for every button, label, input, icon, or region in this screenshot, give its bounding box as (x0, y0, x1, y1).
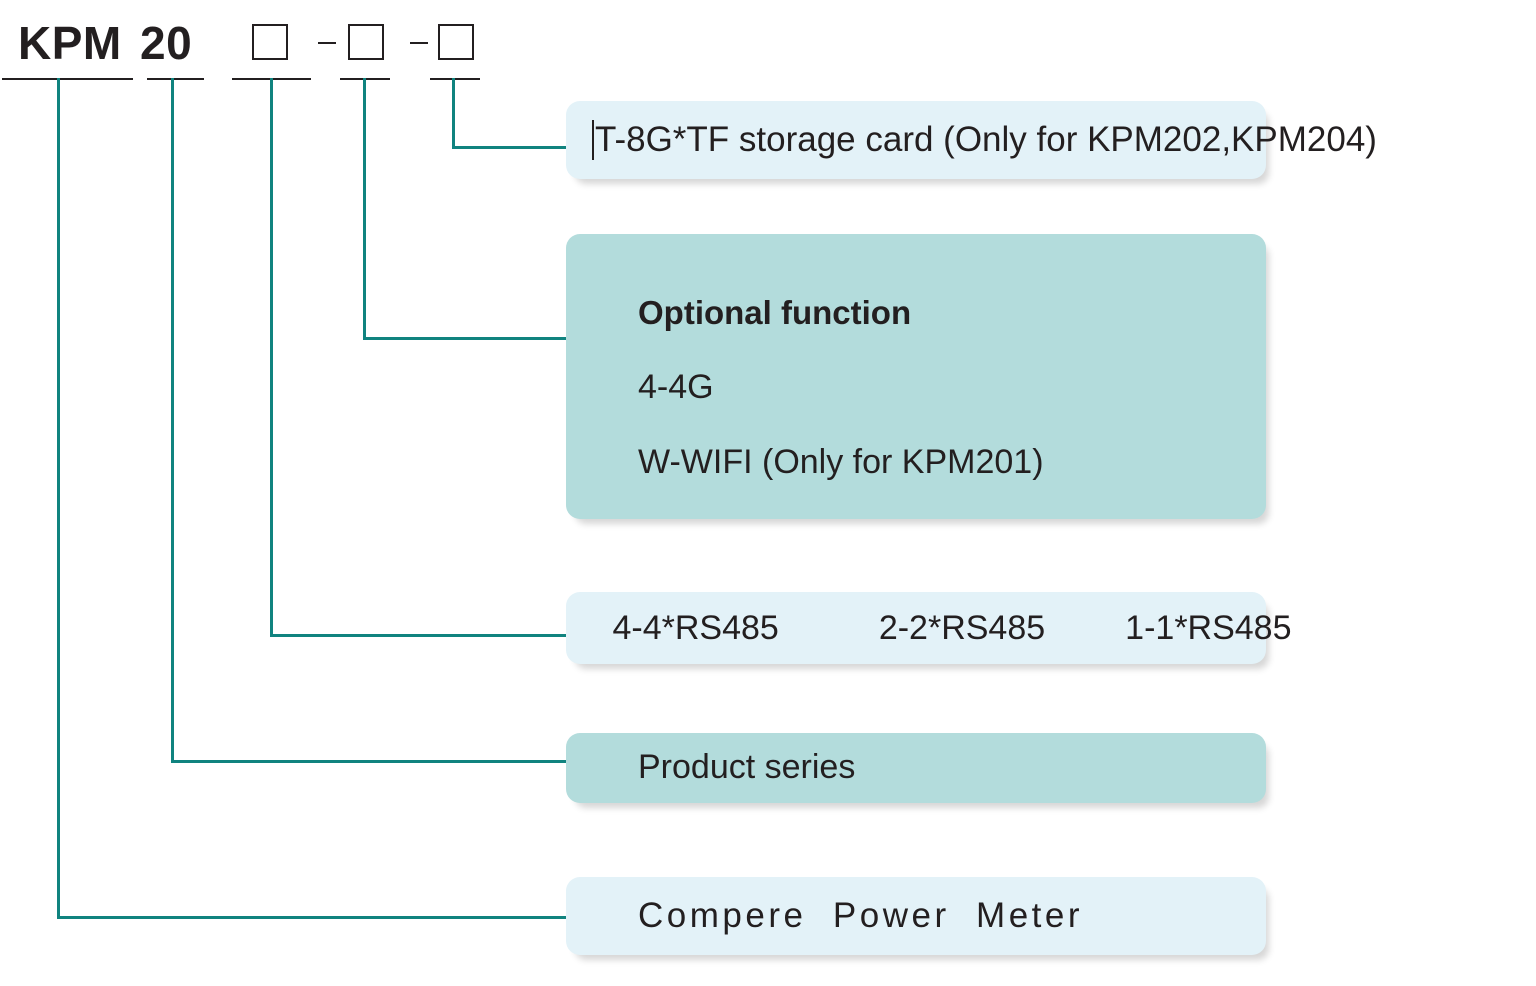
code-placeholder-box-2 (348, 24, 384, 60)
leader-drop-4 (363, 78, 366, 340)
callout-product-series-label: Product series (638, 748, 856, 787)
code-separator-dash-2 (410, 42, 428, 44)
callout-optional-function-option-1: 4-4G (638, 367, 714, 406)
code-placeholder-box-3 (438, 24, 474, 60)
leader-drop-1 (57, 78, 60, 919)
leader-branch-2 (171, 760, 569, 763)
callout-rs485-options: 4-4*RS485 2-2*RS485 1-1*RS485 (566, 592, 1292, 664)
leader-branch-3 (270, 634, 569, 637)
callout-compere-power-meter: Compere Power Meter (566, 877, 1266, 955)
leader-branch-5 (452, 146, 569, 149)
leader-drop-3 (270, 78, 273, 636)
callout-compere-power-meter-label: Compere Power Meter (638, 895, 1084, 935)
code-rule-1 (2, 78, 133, 80)
text-caret-icon (592, 119, 594, 160)
callout-storage-card-text: T-8G*TF storage card (Only for KPM202,KP… (566, 119, 1377, 160)
leader-drop-5 (452, 78, 455, 148)
leader-branch-1 (57, 916, 569, 919)
model-code-header: KPM 20 (0, 0, 520, 80)
leader-branch-4 (363, 337, 569, 340)
code-placeholder-box-1 (252, 24, 288, 60)
callout-product-series: Product series (566, 733, 1266, 803)
callout-optional-function: Optional function 4-4G W-WIFI (Only for … (566, 234, 1266, 519)
callout-storage-card-label: T-8G*TF storage card (Only for KPM202,KP… (595, 119, 1377, 159)
callout-storage-card: T-8G*TF storage card (Only for KPM202,KP… (566, 101, 1377, 179)
code-rule-5 (430, 78, 480, 80)
callout-optional-function-title: Optional function (638, 294, 912, 331)
callout-rs485-option-3: 1-1*RS485 (1125, 608, 1292, 647)
code-prefix: KPM (18, 17, 122, 69)
callout-rs485-option-2: 2-2*RS485 (878, 608, 1046, 647)
code-separator-dash-1 (318, 42, 336, 44)
callout-rs485-option-1: 4-4*RS485 (612, 608, 779, 647)
leader-drop-2 (171, 78, 174, 762)
callout-optional-function-option-2: W-WIFI (Only for KPM201) (638, 443, 1044, 482)
code-series-number: 20 (140, 17, 193, 69)
code-rule-2 (147, 78, 204, 80)
